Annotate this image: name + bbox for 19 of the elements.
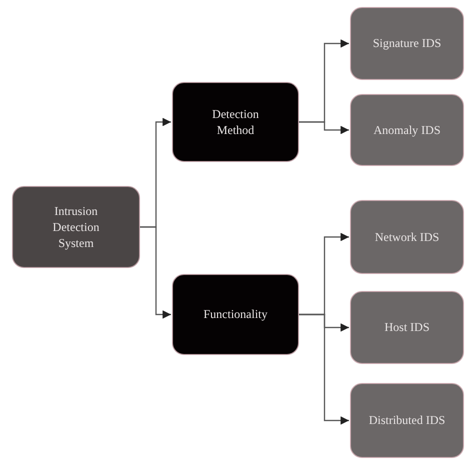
node-label: Detection Method [211,106,260,138]
type-box [350,200,464,274]
connector-arrow [299,121,349,134]
node-label: Distributed IDS [368,412,446,429]
connector-arrow [299,314,349,425]
category-box [172,274,299,355]
type-box [350,7,464,80]
root-box [12,186,140,268]
node-label: Host IDS [384,319,430,336]
type-box [350,94,464,166]
node-label: Signature IDS [372,35,442,52]
type-box [350,291,464,364]
category-box [172,82,299,162]
node-label: Functionality [204,306,268,323]
connector-arrow [140,226,171,319]
node-label: Anomaly IDS [374,122,440,138]
node-label: Network IDS [374,228,440,246]
type-box [350,383,464,458]
node-label: Intrusion Detection System [52,202,100,252]
